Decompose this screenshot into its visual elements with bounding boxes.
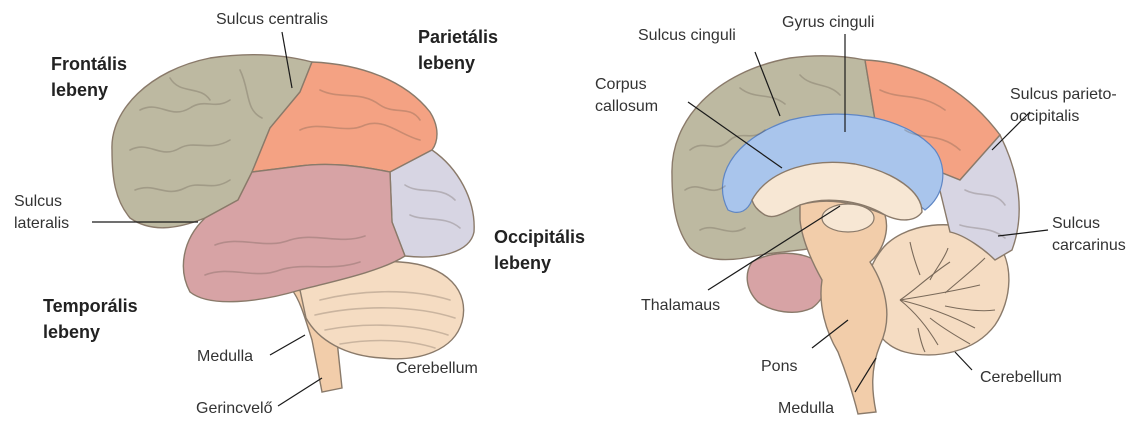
label-sulcus-centralis: Sulcus centralis (216, 11, 328, 28)
leader-lateral-medulla (270, 335, 305, 355)
label-lateral-medulla: Medulla (197, 348, 253, 365)
label-medial-medulla: Medulla (778, 400, 834, 417)
label-sulcus-parieto-occipitalis: Sulcus parieto-occipitalis (1010, 86, 1117, 125)
leader-medial-cerebellum (955, 352, 972, 370)
label-spinal-cord: Gerincvelő (196, 400, 273, 417)
label-sulcus-cinguli: Sulcus cinguli (638, 27, 736, 44)
label-medial-cerebellum: Cerebellum (980, 369, 1062, 386)
leader-spinal-cord (278, 378, 322, 406)
label-pons: Pons (761, 358, 797, 375)
thalamus-shape (822, 204, 874, 232)
label-lateral-cerebellum: Cerebellum (396, 360, 478, 377)
lateral-occipital-lobe (390, 150, 474, 257)
label-thalamus: Thalamaus (641, 297, 720, 314)
label-gyrus-cinguli: Gyrus cinguli (782, 14, 874, 31)
